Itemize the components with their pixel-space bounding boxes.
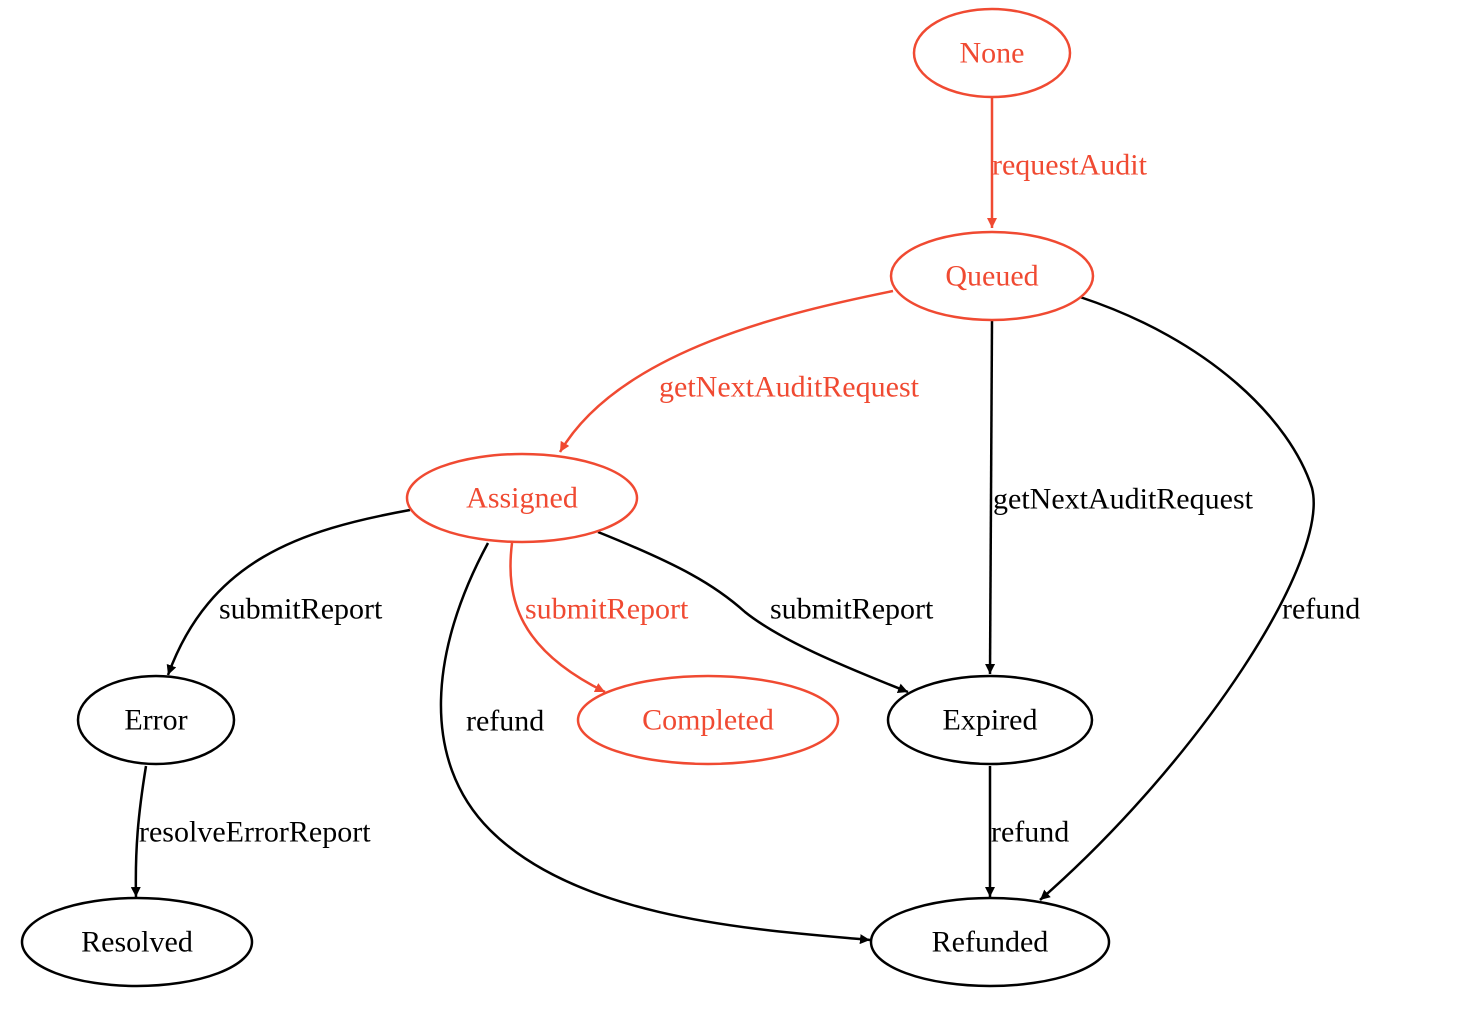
node-error-label: Error [124,704,187,737]
edge-queued-refunded [1039,295,1315,901]
node-queued-label: Queued [945,260,1038,293]
node-resolved: Resolved [20,896,254,988]
node-expired: Expired [886,674,1094,766]
edge-label-queued-expired: getNextAuditRequest [993,483,1254,516]
edge-assigned-completed [509,542,606,694]
node-refunded-label: Refunded [932,926,1049,959]
node-refunded: Refunded [869,896,1111,988]
node-none-label: None [960,37,1025,70]
edge-label-queued-assigned: getNextAuditRequest [659,371,920,404]
edge-label-queued-refunded: refund [1282,593,1360,626]
edge-label-expired-refunded: refund [991,816,1069,849]
edge-assigned-refunded [439,542,871,945]
node-error: Error [76,674,236,766]
node-resolved-label: Resolved [81,926,193,959]
edge-error-resolved [130,765,148,898]
edge-label-assigned-expired: submitReport [770,593,934,626]
edge-label-error-resolved: resolveErrorReport [139,816,371,849]
node-assigned: Assigned [405,452,639,544]
edge-assigned-expired [597,530,909,694]
node-none: None [912,7,1072,99]
node-completed: Completed [576,674,840,766]
edge-queued-expired [985,319,996,675]
edge-assigned-error [166,508,411,676]
node-completed-label: Completed [642,704,774,737]
edge-queued-assigned [558,289,894,453]
edge-label-request-audit: requestAudit [992,149,1148,182]
edge-label-assigned-refunded: refund [466,705,544,738]
node-assigned-label: Assigned [466,482,578,515]
edge-label-assigned-completed: submitReport [525,593,689,626]
edge-label-assigned-error: submitReport [219,593,383,626]
node-expired-label: Expired [943,704,1038,737]
node-queued: Queued [889,230,1095,322]
